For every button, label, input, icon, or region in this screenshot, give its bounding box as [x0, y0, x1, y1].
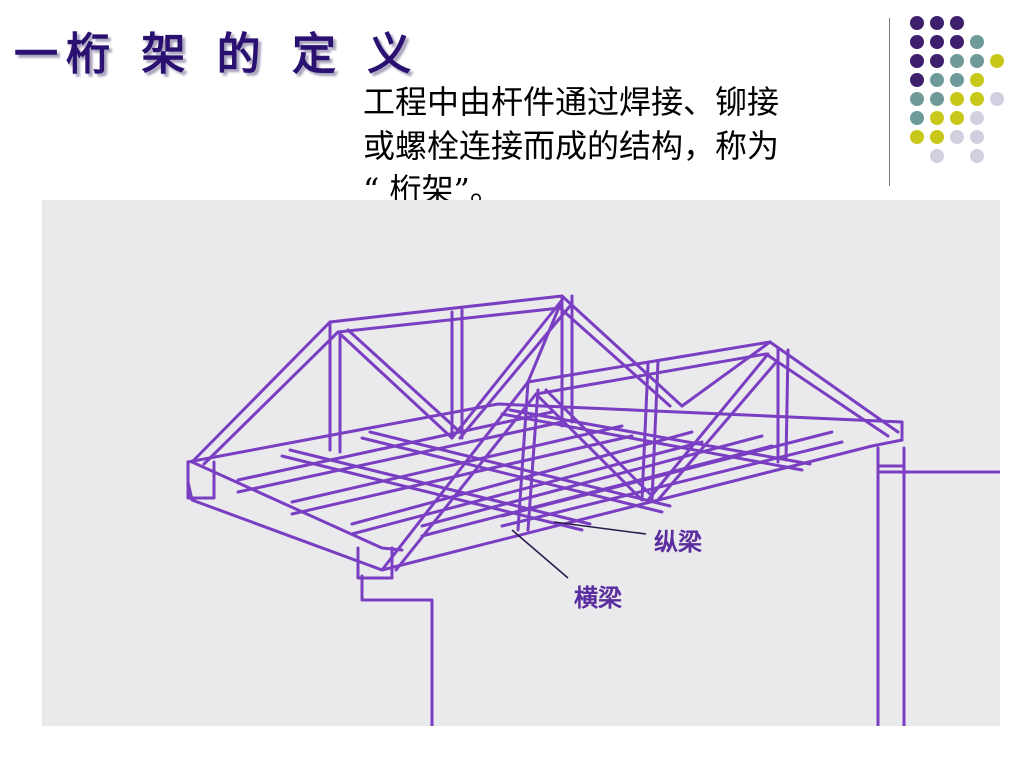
- slide-title: 一桁 架 的 定 义: [14, 29, 420, 80]
- truss-bridge-figure: 纵梁 横梁: [42, 200, 1002, 728]
- decorative-dots: [910, 16, 1004, 163]
- definition-line-2: 或螺栓连接而成的结构，称为: [363, 127, 780, 165]
- definition-text: 工程中由杆件通过焊接、铆接 或螺栓连接而成的结构，称为 “ 桁架”。: [363, 80, 883, 212]
- truss-bridge-illustration: [186, 294, 1002, 728]
- definition-line-1: 工程中由杆件通过焊接、铆接: [363, 83, 780, 121]
- longitudinal-beam-label: 纵梁: [654, 528, 702, 556]
- cross-beam-label: 横梁: [574, 584, 622, 612]
- vertical-divider: [889, 18, 890, 186]
